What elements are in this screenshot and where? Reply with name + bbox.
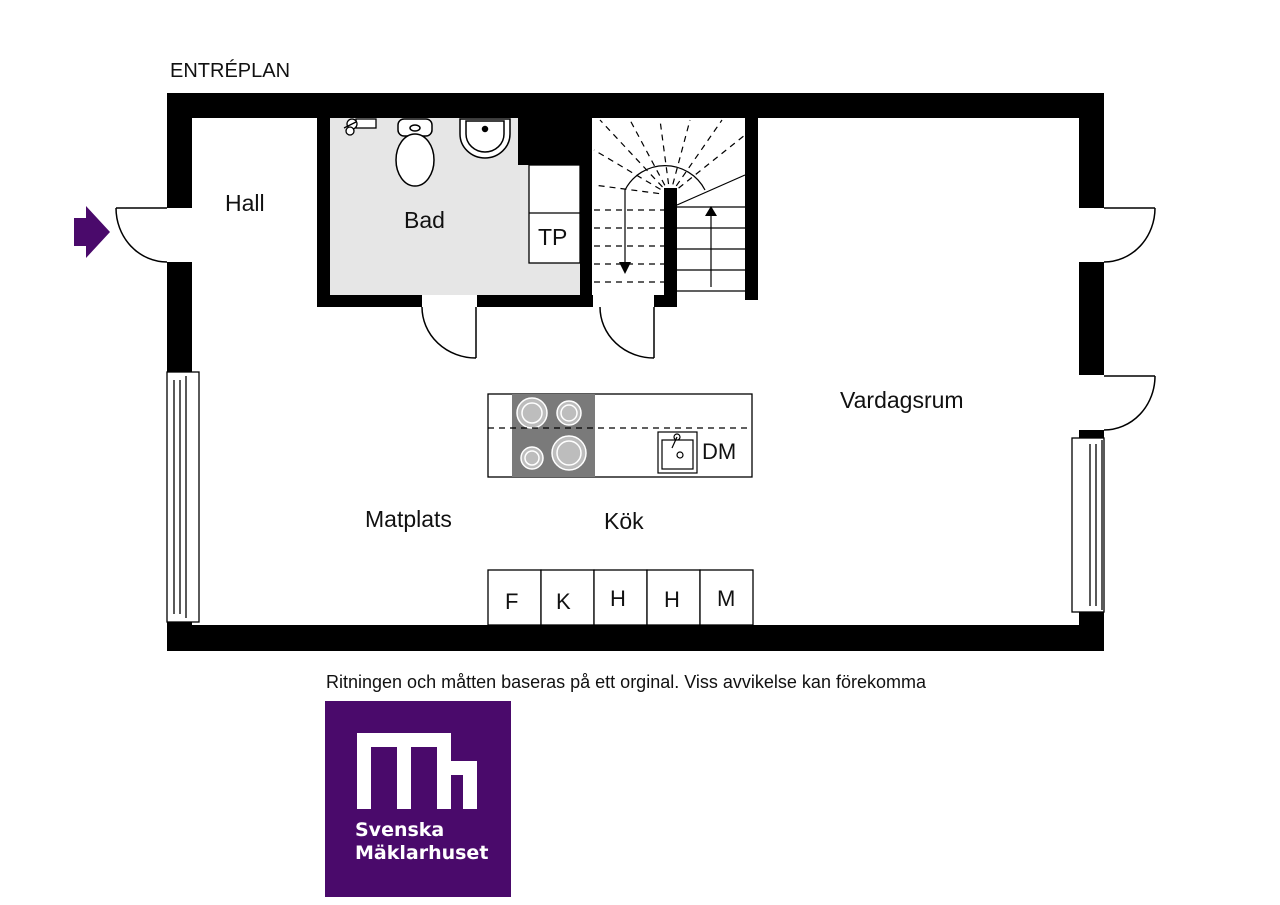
inner-walls [317,118,758,307]
cabinet-label-k: K [556,589,571,614]
balcony-door-top [1103,207,1156,263]
cabinet-label-h1: H [610,586,626,611]
tp-cabinet [528,164,581,264]
room-label-matplats: Matplats [365,506,452,532]
brand-logo: Svenska Mäklarhuset [325,701,511,897]
entrance-door [115,207,168,263]
stair-down-arrow-icon [619,262,631,274]
outer-walls [167,93,1104,651]
shower-mixer-icon [343,118,377,136]
entrance-arrow-icon [74,206,110,258]
brand-name-line1: Svenska [355,819,445,841]
room-label-hall: Hall [225,190,265,216]
hotplate-icon [516,397,587,471]
sink-icon [657,431,698,474]
plan-title: ENTRÉPLAN [170,59,290,82]
stair-up-arrow-icon [705,206,717,216]
stair-closet-door [599,306,655,359]
room-label-kok: Kök [604,508,644,534]
cabinet-label-m: M [717,586,735,611]
disclaimer-caption: Ritningen och måtten baseras på ett orgi… [326,672,926,692]
dishwasher-label: DM [702,439,736,464]
window-left [166,371,200,623]
washbasin-icon [459,118,511,159]
window-right [1071,437,1105,613]
room-label-vardagsrum: Vardagsrum [840,387,964,413]
bathroom-door [421,306,477,359]
room-label-tp: TP [538,224,567,250]
toilet-icon [395,118,435,187]
brand-name: Svenska Mäklarhuset [355,819,488,865]
cabinet-label-fridge: F [505,589,518,614]
mh-logo-icon [357,733,477,809]
room-label-bad: Bad [404,207,445,233]
balcony-door-bottom [1103,375,1156,431]
brand-name-line2: Mäklarhuset [355,842,489,864]
cabinet-label-h2: H [664,587,680,612]
staircase [593,119,746,292]
kitchen-island: DM [487,393,753,478]
kitchen-cabinets [487,569,754,626]
